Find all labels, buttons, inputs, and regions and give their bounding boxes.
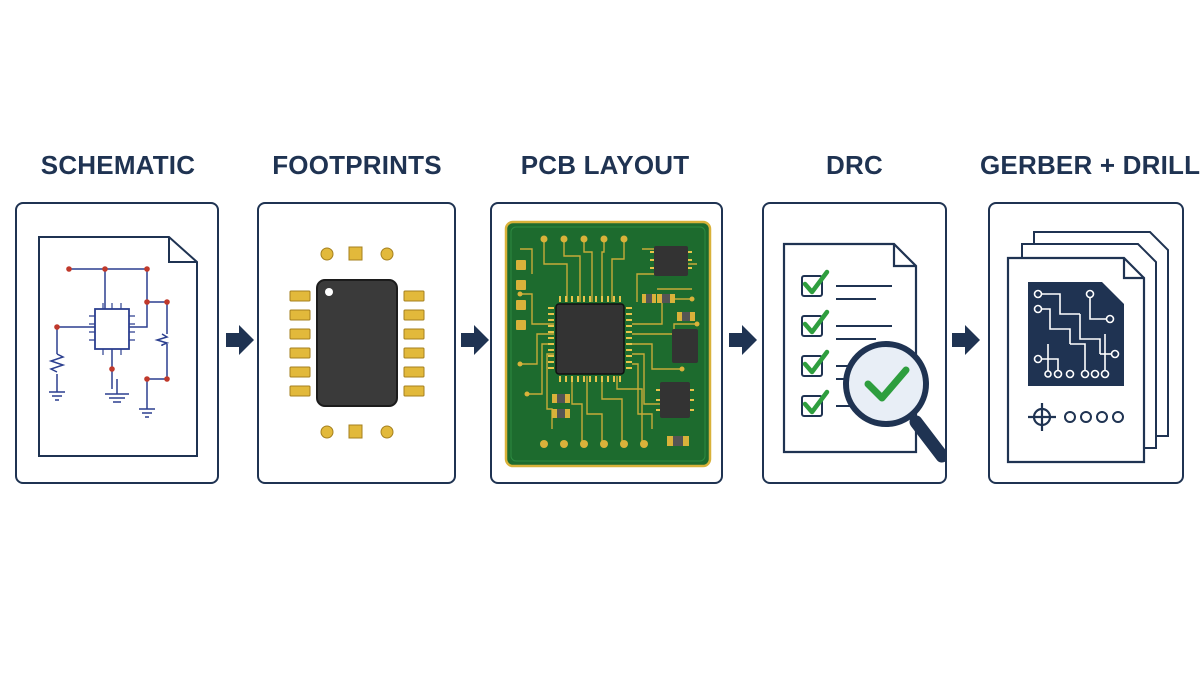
right-arrow-icon [461, 325, 489, 355]
stage-box-schematic [15, 202, 219, 484]
stage-box-drc [762, 202, 947, 484]
stage-title-gerber-drill: GERBER + DRILL [980, 150, 1200, 180]
stage-title-drc: DRC [826, 150, 883, 180]
gerber-stack-icon [1006, 231, 1169, 464]
stage-title-footprints: FOOTPRINTS [272, 150, 442, 180]
stage-box-pcb-layout [490, 202, 723, 484]
stage-title-schematic: SCHEMATIC [40, 150, 196, 180]
right-arrow-icon [729, 325, 757, 355]
stage-box-gerber-drill [988, 202, 1184, 484]
right-arrow-icon [952, 325, 980, 355]
checklist-magnifier-icon [782, 242, 945, 463]
stage-title-pcb-layout: PCB LAYOUT [520, 150, 690, 180]
ic-footprint-icon [289, 246, 425, 439]
stage-box-footprints [257, 202, 456, 484]
pcb-board-icon [504, 220, 712, 468]
right-arrow-icon [226, 325, 254, 355]
schematic-sheet-icon [38, 236, 198, 457]
